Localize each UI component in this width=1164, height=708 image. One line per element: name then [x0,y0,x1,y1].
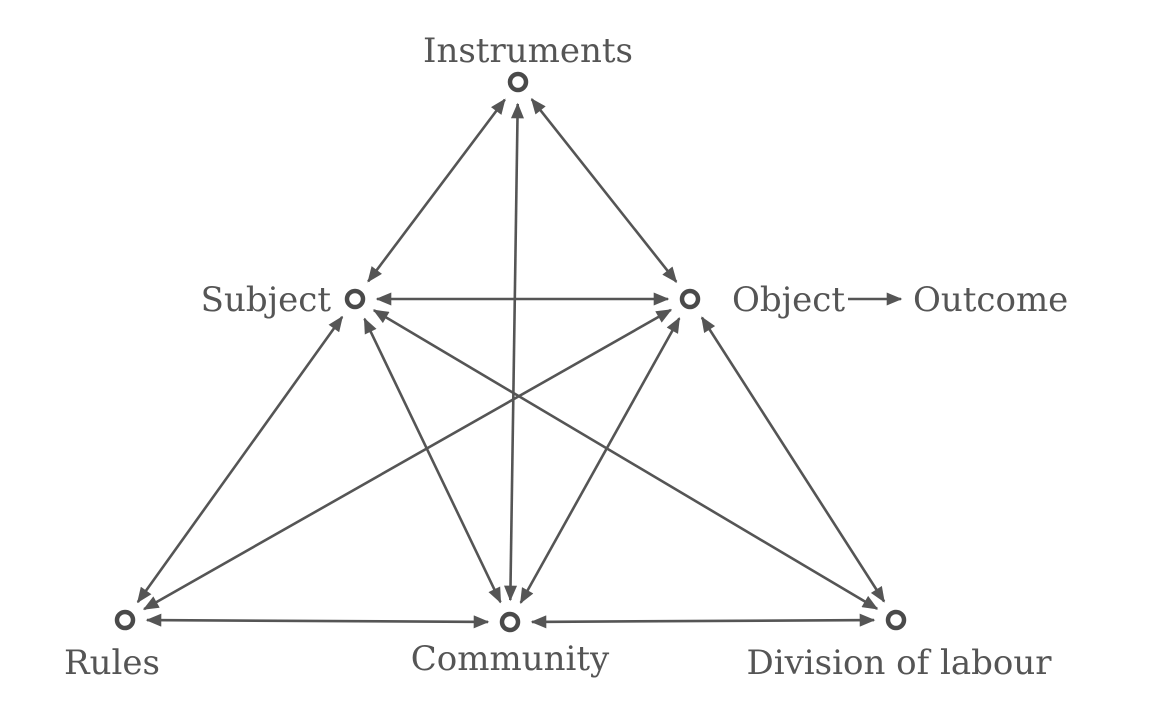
edge-subject-rules [136,315,344,604]
edge-instruments-subject [367,98,506,283]
edge-object-rules [142,308,673,611]
rules-node-icon [114,609,136,631]
edge-subject-community [363,317,502,604]
edge-subject-division [372,309,879,610]
edge-instruments-object [530,98,678,283]
edge-community-division [530,613,876,629]
subject-label: Subject [201,280,332,320]
rules-label: Rules [64,643,160,683]
division-node-icon [885,609,907,631]
object-label: Object [732,280,845,320]
edges-group [136,98,903,629]
labels-group: Instruments Subject Object Outcome Rules… [64,31,1068,683]
instruments-label: Instruments [423,31,633,71]
edge-rules-community [145,613,490,629]
community-label: Community [411,639,610,679]
outcome-label: Outcome [913,280,1068,320]
edge-instruments-community [504,102,524,602]
edge-object-division [700,316,886,603]
community-node-icon [499,611,521,633]
instruments-node-icon [507,71,529,93]
node-rings-group [114,71,907,633]
division-of-labour-label: Division of labour [746,643,1052,683]
edge-object-community [519,317,681,604]
object-node-icon [679,288,701,310]
subject-node-icon [344,288,366,310]
